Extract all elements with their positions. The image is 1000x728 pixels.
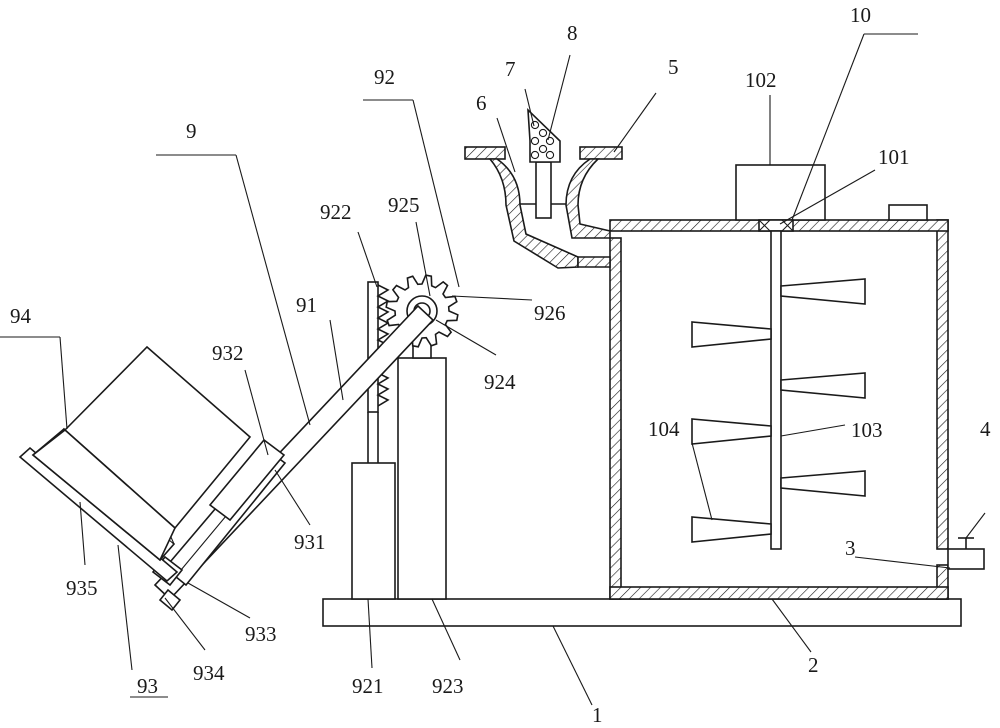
label-91: 91: [296, 293, 317, 317]
motor: [735, 164, 826, 221]
material-box-94: [31, 345, 252, 562]
label-94: 94: [10, 304, 32, 328]
label-7: 7: [505, 57, 516, 81]
label-931: 931: [294, 530, 326, 554]
label-1: 1: [592, 703, 603, 727]
slide-rod: [520, 161, 566, 219]
label-924: 924: [484, 370, 516, 394]
tilting-frame-93: [18, 438, 287, 612]
label-921: 921: [352, 674, 384, 698]
label-923: 923: [432, 674, 464, 698]
label-926: 926: [534, 301, 566, 325]
cylinder-921: [351, 412, 396, 600]
label-10: 10: [850, 3, 871, 27]
valve: [958, 537, 974, 549]
label-3: 3: [845, 536, 856, 560]
label-932: 932: [212, 341, 244, 365]
label-9: 9: [186, 119, 197, 143]
label-6: 6: [476, 91, 487, 115]
label-5: 5: [668, 55, 679, 79]
cutting-blade: [527, 107, 561, 163]
cylinder-923: [397, 325, 447, 600]
label-933: 933: [245, 622, 277, 646]
label-2: 2: [808, 653, 819, 677]
bearing: [758, 219, 794, 232]
label-935: 935: [66, 576, 98, 600]
label-104: 104: [648, 417, 680, 441]
reference-labels: 1 2 3 4 5 6 7 8 9 10 91 92 93 94 101 102…: [10, 3, 991, 727]
base-plate: [322, 598, 962, 627]
label-922: 922: [320, 200, 352, 224]
feed-hopper: [464, 146, 623, 269]
paddles: [691, 278, 866, 543]
label-8: 8: [567, 21, 578, 45]
leader-lines: [0, 33, 986, 706]
label-925: 925: [388, 193, 420, 217]
label-92: 92: [374, 65, 395, 89]
outlet-pipe: [947, 548, 985, 570]
label-102: 102: [745, 68, 777, 92]
label-103: 103: [851, 418, 883, 442]
stirring-shaft: [770, 230, 782, 550]
label-101: 101: [878, 145, 910, 169]
label-93: 93: [137, 674, 158, 698]
label-4: 4: [980, 417, 991, 441]
label-934: 934: [193, 661, 225, 685]
